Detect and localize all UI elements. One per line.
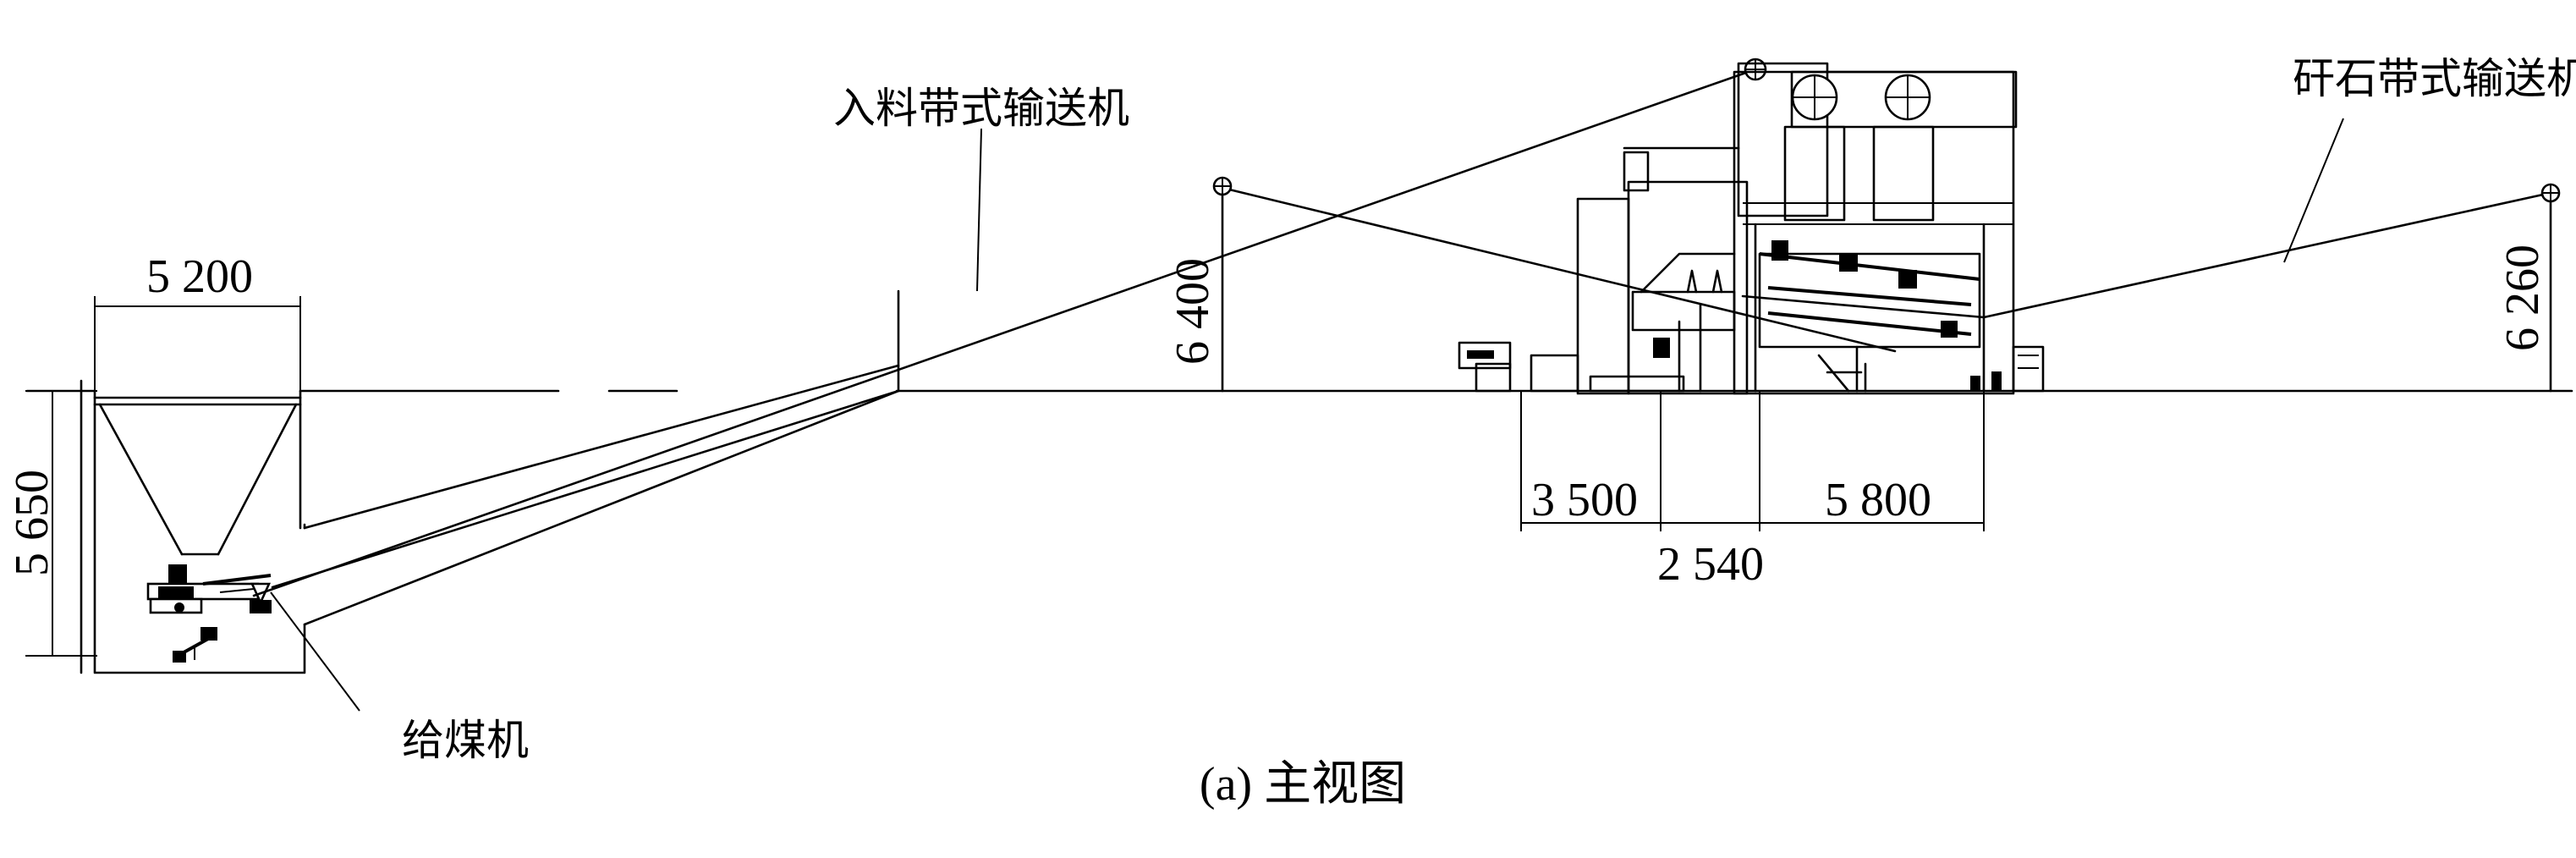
feed-conveyor-underground [271,289,900,626]
dim-spans: 3 500 5 800 2 540 [1520,391,1985,591]
leader-coal-feeder: 给煤机 [270,591,529,765]
dim-gangue-head-height: 6 260 [2496,200,2552,393]
gangue-conveyor-belt [1741,183,2561,319]
dim-pit-depth: 5 650 [6,390,97,657]
label-coal-feeder: 给煤机 [402,716,529,765]
coal-hopper [93,396,302,556]
dim-hopper-width-text: 5 200 [146,250,253,303]
pit-machinery [173,627,217,663]
dim-hopper-width: 5 200 [94,250,301,398]
dim-feed-head-height-text: 6 400 [1167,258,1219,365]
label-feed-conveyor: 入料带式输送机 [833,84,1129,133]
dim-span-center-text: 2 540 [1657,538,1764,591]
dim-span-right-text: 5 800 [1825,474,1931,526]
label-gangue-conveyor: 矸石带式输送机 [2293,54,2576,103]
leader-gangue-conveyor: 矸石带式输送机 [2283,54,2576,263]
figure-caption: (a) 主视图 [1200,758,1406,811]
dim-feed-head-height: 6 400 [1167,258,1219,365]
main-plant-equipment [1458,62,2045,395]
dim-span-left-text: 3 500 [1531,474,1638,526]
underground-pit [80,379,306,674]
crossing-conveyor-belt [1212,176,1897,393]
dim-pit-depth-text: 5 650 [6,470,58,576]
leader-feed-conveyor: 入料带式输送机 [833,84,1129,292]
coal-feeder-machine [146,564,272,614]
dim-gangue-head-height-text: 6 260 [2496,245,2549,351]
